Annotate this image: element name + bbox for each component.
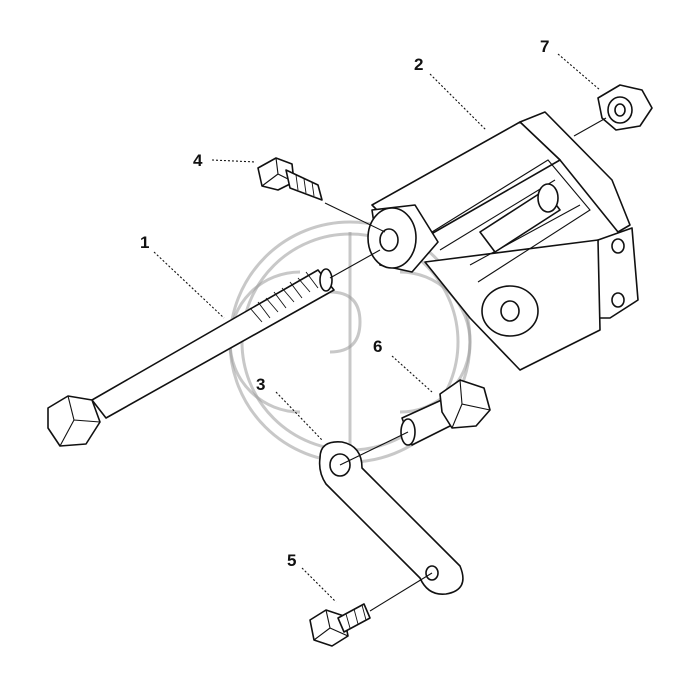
assembly-lines [324, 117, 607, 612]
part-7-hex-nut [597, 84, 653, 131]
callout-2: 2 [414, 55, 423, 74]
callout-5: 5 [287, 551, 296, 570]
part-6-hex-bolt [400, 379, 491, 446]
callout-6: 6 [373, 337, 382, 356]
callout-leaders [153, 53, 601, 603]
callout-7: 7 [540, 37, 549, 56]
part-4-hex-bolt [257, 157, 323, 201]
part-3-adjusting-link [318, 441, 464, 595]
part-1-long-hex-bolt [47, 268, 335, 447]
part-2-mounting-bracket [367, 111, 639, 371]
callout-labels: 1 2 3 4 5 6 7 [140, 37, 549, 570]
callout-1: 1 [140, 233, 149, 252]
part-5-hex-bolt [309, 603, 371, 647]
callout-4: 4 [193, 151, 203, 170]
callout-3: 3 [256, 375, 265, 394]
